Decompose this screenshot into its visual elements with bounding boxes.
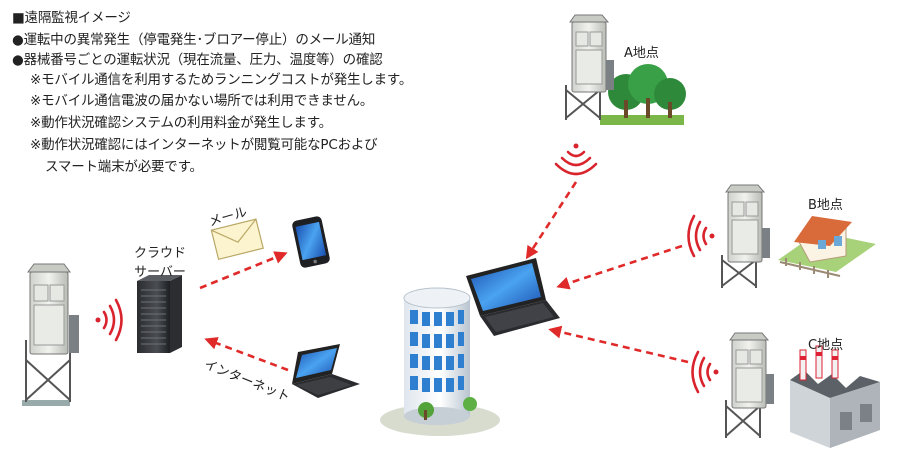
note-item: ※動作状況確認にはインターネットが閲覧可能なPCおよび: [30, 137, 378, 153]
signal-waves-icon: [95, 298, 123, 342]
control-cabinet-icon: [725, 332, 774, 438]
cloud-server-label: クラウド サーバー: [133, 246, 186, 280]
signal-waves-icon: [554, 143, 598, 176]
envelope-icon: [210, 218, 264, 261]
trees-icon: [600, 64, 686, 125]
control-cabinet-icon: [721, 184, 770, 288]
control-cabinet-icon: [22, 263, 79, 406]
server-tower-icon: [137, 275, 182, 353]
arrow-site-b-to-laptop: [556, 244, 683, 290]
arrow-site-c-to-laptop: [548, 325, 689, 364]
note-item: ※モバイル通信電波の届かない場所では利用できません。: [30, 93, 374, 109]
laptop-icon: [292, 344, 360, 398]
site-c-label: C地点: [808, 338, 844, 353]
site-b-label: B地点: [808, 198, 843, 213]
smartphone-icon: [292, 216, 330, 268]
signal-waves-icon: [691, 350, 719, 394]
note-item: ※動作状況確認システムの利用料金が発生します。: [30, 115, 332, 131]
arrow-site-a-to-laptop: [525, 181, 578, 260]
note-item: スマート端末が必要です。: [45, 159, 203, 175]
bullet-item: ●器械番号ごとの運転状況（現在流量、圧力、温度等）の確認: [12, 52, 383, 68]
note-item: ※モバイル通信を利用するためランニングコストが発生します。: [30, 72, 413, 88]
diagram-header: ■遠隔監視イメージ: [12, 10, 131, 26]
office-building-icon: [380, 287, 500, 436]
signal-waves-icon: [687, 214, 715, 258]
bullet-item: ●運転中の異常発生（停電発生･ブロアー停止）のメール通知: [12, 32, 376, 48]
factory-icon: [790, 345, 880, 448]
site-a-label: A地点: [624, 46, 659, 61]
arrow-laptop-to-server: [204, 337, 289, 372]
arrow-server-to-phone: [199, 251, 288, 290]
laptop-icon: [466, 258, 560, 336]
control-cabinet-icon: [565, 14, 614, 120]
house-icon: [778, 216, 876, 278]
